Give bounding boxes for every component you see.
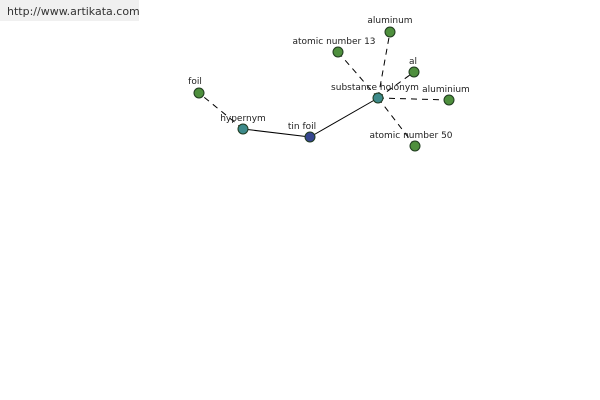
node-atomic-number-50[interactable] xyxy=(409,140,421,152)
node-label-aluminium: aluminium xyxy=(422,85,470,95)
site-badge: http://www.artikata.com xyxy=(0,0,140,21)
node-al[interactable] xyxy=(408,66,420,78)
node-tin-foil[interactable] xyxy=(304,131,316,143)
edge-hypernym-foil xyxy=(198,92,244,130)
node-foil[interactable] xyxy=(193,87,205,99)
node-label-atomic-number-13: atomic number 13 xyxy=(292,37,375,47)
edge-tin-foil-hypernym xyxy=(242,128,311,138)
node-aluminum[interactable] xyxy=(384,26,396,38)
node-label-tin-foil: tin foil xyxy=(288,122,316,132)
edge-substance-holonym-al xyxy=(377,71,415,99)
node-atomic-number-13[interactable] xyxy=(332,46,344,58)
edge-substance-holonym-aluminum xyxy=(377,31,391,99)
node-label-al: al xyxy=(409,57,417,67)
edge-tin-foil-substance-holonym xyxy=(309,97,379,138)
node-substance-holonym[interactable] xyxy=(372,92,384,104)
node-label-foil: foil xyxy=(188,77,202,87)
node-label-hypernym: hypernym xyxy=(220,114,266,124)
node-aluminium[interactable] xyxy=(443,94,455,106)
node-hypernym[interactable] xyxy=(237,123,249,135)
node-label-atomic-number-50: atomic number 50 xyxy=(369,131,452,141)
node-label-aluminum: aluminum xyxy=(367,16,412,26)
edge-substance-holonym-aluminium xyxy=(377,97,450,101)
site-link[interactable]: http://www.artikata.com xyxy=(7,5,140,18)
node-label-substance-holonym: substance holonym xyxy=(331,83,419,93)
